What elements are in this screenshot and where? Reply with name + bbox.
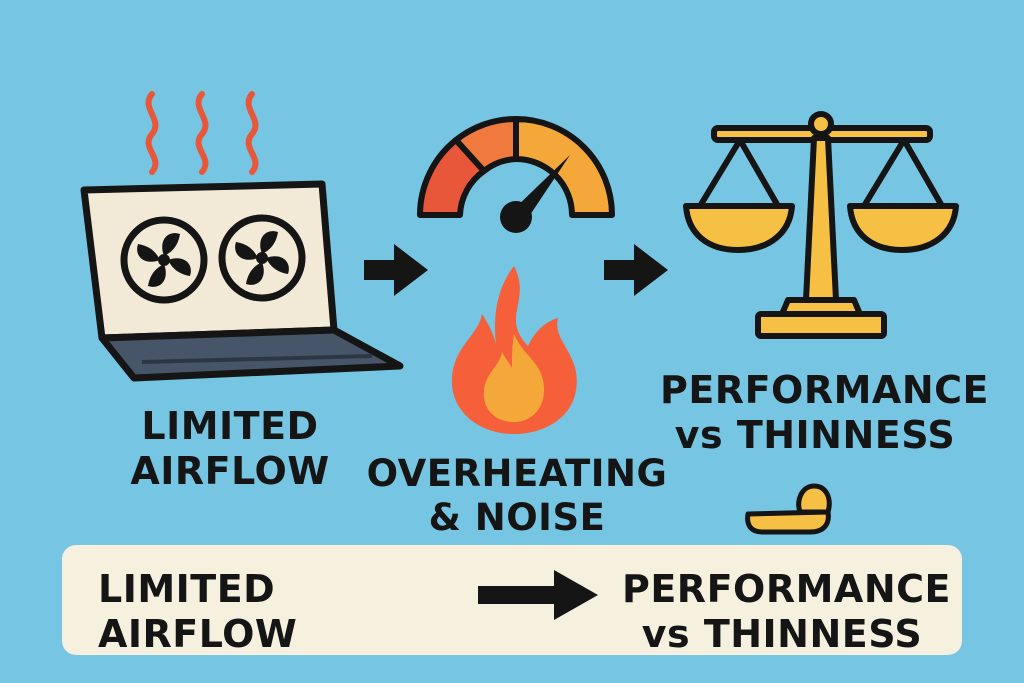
step-label-line: LIMITED: [141, 404, 319, 448]
arrow-right-icon: [364, 244, 428, 296]
summary-to-line: vs THINNESS: [641, 611, 923, 656]
summary-to-line: PERFORMANCE: [622, 567, 951, 611]
step-label-line: AIRFLOW: [130, 448, 330, 493]
laptop-fans-icon: [80, 180, 404, 382]
step-label-line: PERFORMANCE: [660, 368, 989, 412]
step-label-performance-thinness: PERFORMANCE vs THINNESS: [660, 368, 989, 458]
step-label-overheating-noise: OVERHEATING & NOISE: [362, 452, 672, 539]
summary-arrow-icon: [478, 570, 598, 620]
temperature-gauge-icon: [416, 115, 615, 233]
arrow-right-icon: [604, 244, 668, 296]
weight-icon: [745, 483, 832, 535]
flame-icon: [451, 266, 577, 434]
summary-from-label: LIMITED AIRFLOW: [98, 567, 298, 656]
step-label-line: vs THINNESS: [674, 412, 956, 457]
balance-scale-icon: [683, 111, 959, 339]
step-label-line: & NOISE: [428, 495, 606, 539]
step-label-line: OVERHEATING: [366, 452, 668, 495]
step-label-limited-airflow: LIMITED AIRFLOW: [120, 404, 340, 494]
heat-waves-icon: [145, 91, 259, 175]
summary-to-label: PERFORMANCE vs THINNESS: [622, 567, 951, 657]
